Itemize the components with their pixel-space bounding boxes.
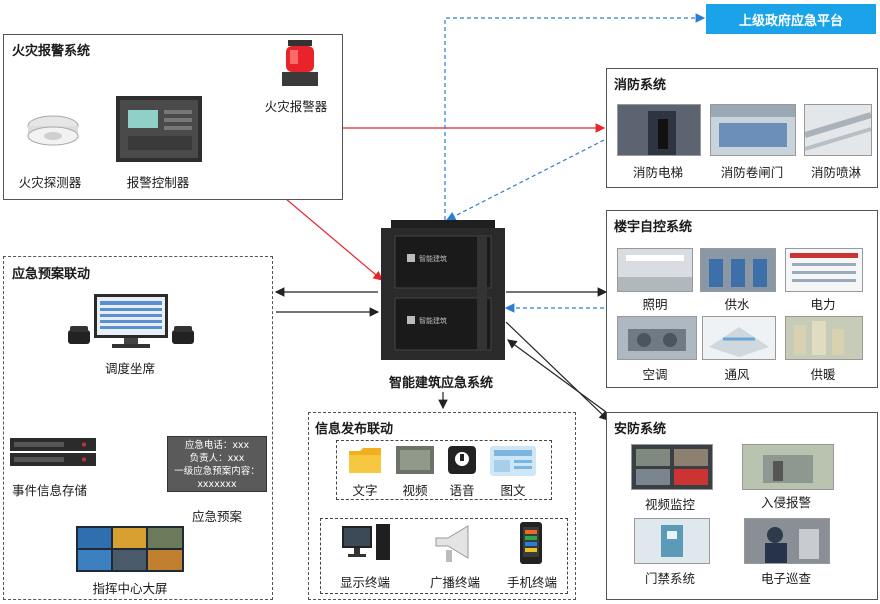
storage-label: 事件信息存储 [12, 483, 88, 498]
fire-sprinkler-thumb [804, 104, 872, 156]
mobile-terminal-icon [520, 522, 542, 564]
access-control-thumb [634, 518, 710, 564]
storage-server-icon [10, 438, 96, 466]
emergency-plan-card: 应急电话：xxx 负责人：xxx 一级应急预案内容： xxxxxxx [167, 436, 267, 492]
screen-label: 指挥中心大屏 [92, 581, 168, 596]
fire-item-label: 消防喷淋 [810, 165, 862, 180]
core-system-title: 智能建筑应急系统 [389, 376, 494, 391]
video-icon [396, 446, 434, 474]
media-label: 语音 [449, 483, 475, 498]
plan-line: 一级应急预案内容： [174, 466, 260, 477]
emergency-plan-title: 应急预案联动 [12, 267, 91, 282]
automation-item-label: 照明 [642, 297, 668, 312]
media-label: 图文 [500, 483, 526, 498]
intrusion-alarm-thumb [742, 444, 834, 490]
water-supply-thumb [700, 248, 776, 292]
plan-label: 应急预案 [191, 509, 243, 524]
fire-protection-title: 消防系统 [614, 78, 667, 93]
image-text-icon [490, 446, 536, 476]
alarm-label: 火灾报警器 [264, 99, 328, 114]
alarm-controller-icon [116, 96, 202, 162]
plan-line: 负责人：xxx [189, 453, 245, 464]
power-thumb [785, 248, 863, 292]
automation-item-label: 通风 [724, 367, 750, 382]
alarm-siren-icon [282, 40, 318, 86]
security-item-label: 视频监控 [644, 497, 696, 512]
hvac-thumb [617, 316, 697, 360]
security-panel [606, 412, 878, 600]
detector-label: 火灾探测器 [18, 175, 82, 190]
cabinet-brand-text: 智能建筑 [419, 316, 447, 325]
broadcast-speaker-icon [435, 525, 469, 562]
voice-icon [448, 446, 476, 474]
info-release-title: 信息发布联动 [315, 422, 394, 437]
fire-item-label: 消防卷闸门 [720, 165, 784, 180]
security-title: 安防系统 [614, 422, 667, 437]
security-item-label: 电子巡查 [760, 571, 812, 586]
display-terminal-icon [342, 524, 390, 560]
terminal-label: 显示终端 [339, 575, 391, 590]
fire-item-label: 消防电梯 [632, 165, 684, 180]
dispatch-label: 调度坐席 [104, 361, 156, 376]
ventilation-thumb [702, 316, 776, 360]
automation-item-label: 供暖 [810, 367, 836, 382]
patrol-thumb [744, 518, 830, 564]
command-screen-icon [76, 526, 184, 572]
fire-elevator-thumb [617, 104, 701, 156]
automation-item-label: 电力 [810, 297, 836, 312]
fire-alarm-system-title: 火灾报警系统 [12, 44, 91, 59]
core-server-cabinet-icon: 智能建筑 智能建筑 [381, 220, 505, 360]
folder-icon [349, 448, 381, 473]
gov-platform-box: 上级政府应急平台 [706, 4, 876, 34]
terminal-label: 手机终端 [506, 575, 558, 590]
building-automation-title: 楼宇自控系统 [614, 220, 693, 235]
smoke-detector-icon [27, 115, 79, 146]
plan-line: 应急电话：xxx [184, 440, 250, 451]
dispatch-workstation-icon [68, 294, 194, 348]
media-label: 文字 [352, 483, 378, 498]
security-item-label: 门禁系统 [644, 571, 696, 586]
automation-item-label: 供水 [724, 297, 750, 312]
controller-label: 报警控制器 [126, 175, 190, 190]
heating-thumb [785, 316, 863, 360]
cctv-thumb [631, 444, 713, 490]
security-item-label: 入侵报警 [760, 495, 812, 510]
lighting-thumb [617, 248, 693, 292]
gov-platform-label: 上级政府应急平台 [738, 13, 843, 29]
cabinet-brand-text: 智能建筑 [419, 254, 447, 263]
plan-line: xxxxxxx [197, 479, 237, 490]
automation-item-label: 空调 [642, 367, 668, 382]
terminal-label: 广播终端 [429, 575, 481, 590]
media-label: 视频 [402, 483, 428, 498]
fire-shutter-thumb [710, 104, 796, 156]
